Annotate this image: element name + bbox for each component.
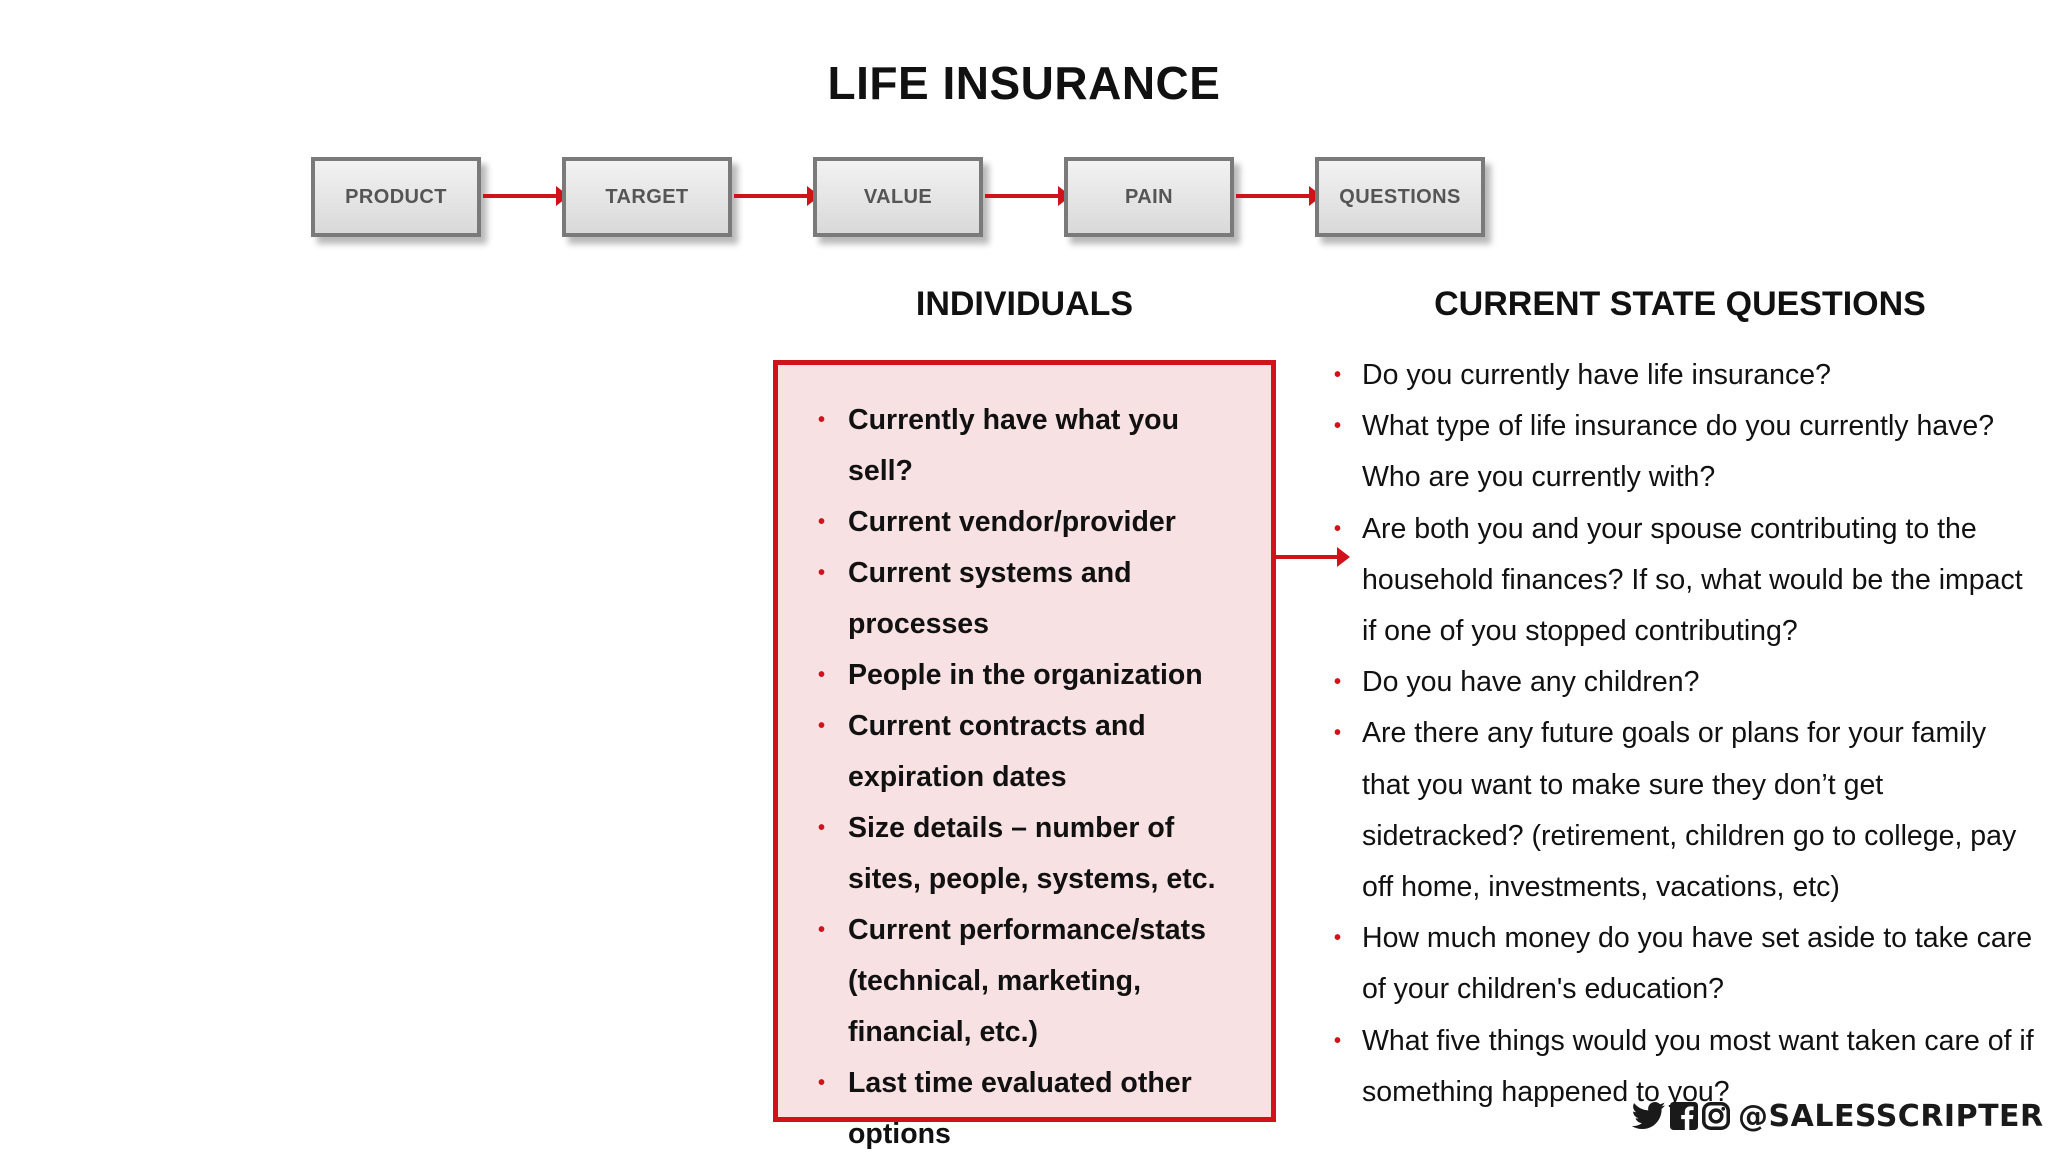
bullet-icon: •: [1334, 1029, 1342, 1052]
question-item: •What five things would you most want ta…: [1330, 1016, 2040, 1118]
individuals-heading: INDIVIDUALS: [915, 285, 1134, 323]
facebook-icon[interactable]: [1670, 1102, 1698, 1130]
flow-step-questions: QUESTIONS: [1315, 157, 1485, 237]
flow-arrow: [483, 186, 569, 206]
flow-step-pain: PAIN: [1064, 157, 1234, 237]
social-handle[interactable]: @SALESSCRIPTER: [1738, 1098, 2044, 1134]
individuals-item: •Current performance/stats (technical, m…: [818, 905, 1251, 1058]
social-footer: @SALESSCRIPTER: [1632, 1096, 2044, 1136]
page-title: LIFE INSURANCE: [827, 57, 1221, 109]
questions-list: •Do you currently have life insurance? •…: [1330, 350, 2040, 1118]
question-item: •Do you have any children?: [1330, 657, 2040, 708]
process-flow: PRODUCT TARGET VALUE PAIN QUESTIONS: [0, 0, 2048, 260]
bullet-icon: •: [1334, 927, 1342, 950]
individuals-item: •Current systems and processes: [818, 548, 1251, 650]
individuals-box: •Currently have what you sell? •Current …: [773, 360, 1276, 1150]
bullet-icon: •: [818, 715, 826, 737]
flow-arrow: [985, 186, 1071, 206]
individuals-item: •Current vendor/provider: [818, 497, 1251, 548]
bullet-icon: •: [1334, 415, 1342, 438]
individuals-item: •People in the organization: [818, 650, 1251, 701]
question-item: •Do you currently have life insurance?: [1330, 350, 2040, 401]
individuals-list: •Currently have what you sell? •Current …: [818, 395, 1251, 1160]
connector-arrow: [1276, 547, 1350, 567]
question-item: •How much money do you have set aside to…: [1330, 913, 2040, 1015]
bullet-icon: •: [818, 1072, 826, 1094]
question-item: •What type of life insurance do you curr…: [1330, 401, 2040, 503]
bullet-icon: •: [818, 409, 826, 431]
question-item: •Are both you and your spouse contributi…: [1330, 504, 2040, 658]
bullet-icon: •: [818, 664, 826, 686]
questions-column: •Do you currently have life insurance? •…: [1330, 350, 2040, 1118]
individuals-item: •Current contracts and expiration dates: [818, 701, 1251, 803]
bullet-icon: •: [1334, 364, 1342, 386]
individuals-item: •Currently have what you sell?: [818, 395, 1251, 497]
twitter-icon[interactable]: [1632, 1101, 1666, 1131]
bullet-icon: •: [818, 562, 826, 584]
bullet-icon: •: [818, 511, 826, 533]
flow-arrow: [734, 186, 820, 206]
bullet-icon: •: [1334, 671, 1342, 694]
flow-step-product: PRODUCT: [311, 157, 481, 237]
bullet-icon: •: [818, 919, 826, 941]
instagram-icon[interactable]: [1702, 1102, 1730, 1130]
questions-heading: CURRENT STATE QUESTIONS: [1434, 285, 1926, 323]
bullet-icon: •: [818, 817, 826, 839]
flow-arrow: [1236, 186, 1322, 206]
question-item: •Are there any future goals or plans for…: [1330, 708, 2040, 913]
individuals-item: •Size details – number of sites, people,…: [818, 803, 1251, 905]
bullet-icon: •: [1334, 722, 1342, 745]
individuals-item: •Last time evaluated other options: [818, 1058, 1251, 1160]
flow-step-value: VALUE: [813, 157, 983, 237]
flow-step-target: TARGET: [562, 157, 732, 237]
bullet-icon: •: [1334, 517, 1342, 540]
